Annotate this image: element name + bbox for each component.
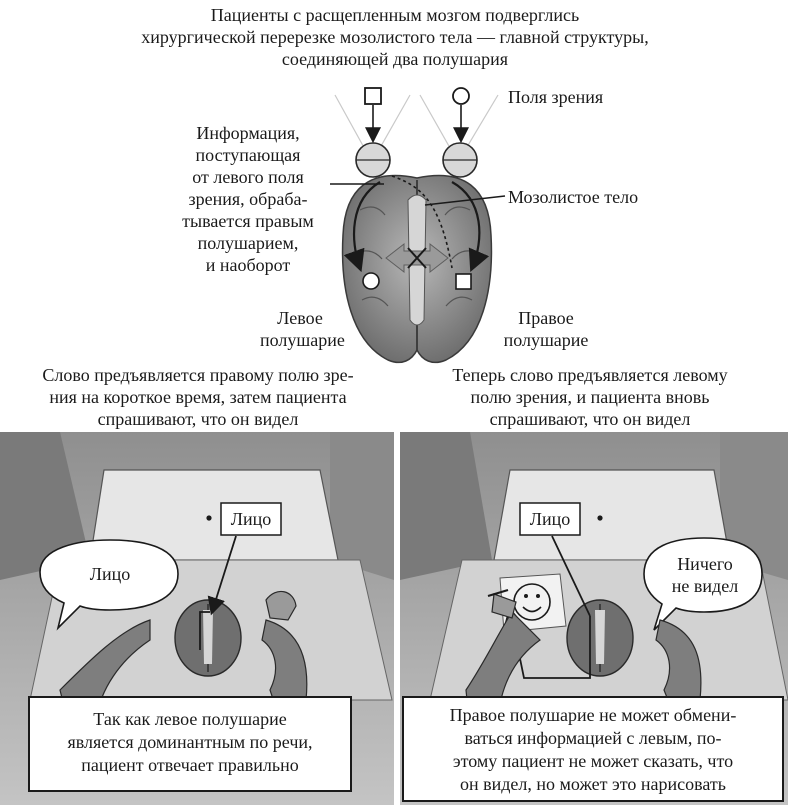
title-line: Пациенты с расщепленным мозгом подвергли… [210, 5, 580, 25]
left-speech-text: Лицо [89, 564, 131, 584]
right-speech-text: Ничего не видел [671, 554, 739, 596]
fixation-dot [597, 515, 603, 521]
right-experiment-panel [400, 432, 788, 805]
hand-icon [265, 590, 297, 621]
left-hemisphere-label: Левое полушарие [260, 308, 345, 350]
title-line: соединяющей два полушария [281, 49, 509, 69]
left-explanation-box: Так как левое полушарие является доминан… [28, 696, 352, 792]
fixation-dot [206, 515, 212, 521]
speech-bubble [643, 537, 763, 631]
hand-with-pen-icon [491, 593, 517, 619]
pen-icon [487, 588, 509, 598]
left-screen-word: Лицо [230, 509, 272, 529]
left-hemisphere-circle-icon [362, 272, 380, 290]
brain-diagram [330, 87, 506, 364]
corpus-pointer-line [424, 195, 506, 206]
speech-bubble [39, 539, 179, 631]
circle-stimulus-icon [452, 87, 470, 105]
square-stimulus-icon [364, 87, 382, 105]
cut-icon [407, 247, 427, 269]
right-hemisphere-square-icon [455, 273, 472, 290]
info-label: Информация, поступающая от левого поля з… [182, 123, 314, 275]
visual-fields-label: Поля зрения [508, 87, 604, 107]
screen-word-box [519, 502, 581, 536]
right-explanation-box: Правое полушарие не может обмени- ваться… [402, 696, 784, 802]
title-line: хирургической перерезке мозолистого тела… [141, 27, 649, 47]
screen-word-box [220, 502, 282, 536]
corpus-callosum-label: Мозолистое тело [508, 187, 639, 207]
right-hemisphere-label: Правое полушарие [503, 308, 589, 350]
right-screen-word: Лицо [529, 509, 571, 529]
right-panel-caption: Теперь слово предъявляется левому полю з… [452, 365, 728, 429]
left-panel-caption: Слово предъявляется правому полю зре- ни… [42, 365, 354, 429]
diagram-title: Пациенты с расщепленным мозгом подвергли… [100, 4, 690, 70]
